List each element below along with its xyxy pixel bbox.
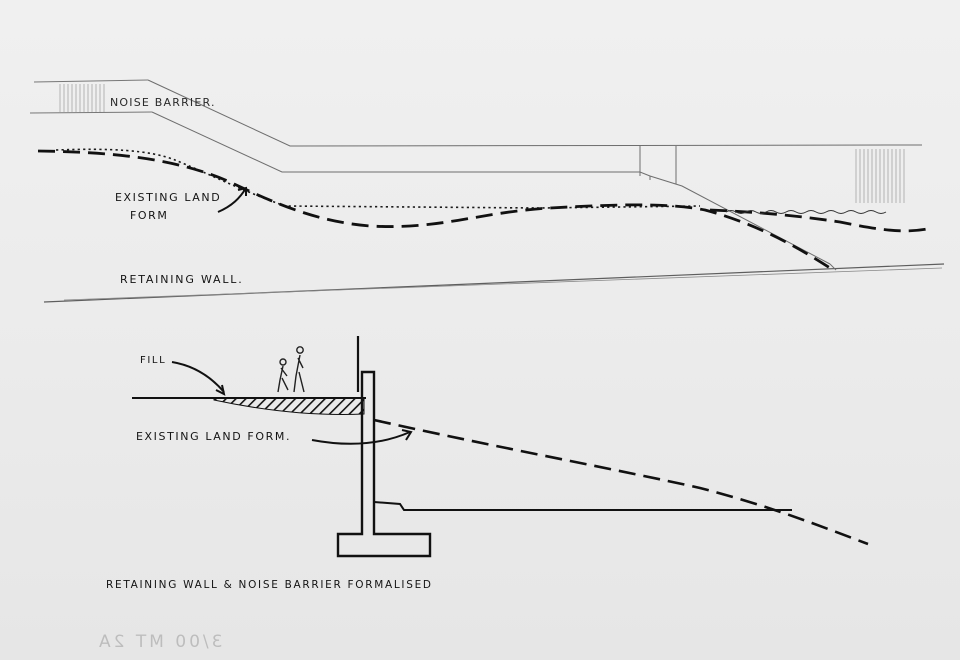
noise-barrier-left bbox=[29, 79, 153, 114]
noise-barrier-right bbox=[855, 149, 905, 203]
upper-section bbox=[29, 79, 945, 303]
noise-barrier-label: NOISE BARRIER. bbox=[110, 96, 216, 109]
existing-land-form-dashed bbox=[37, 149, 831, 270]
fill-arrow bbox=[171, 361, 225, 393]
fill-hatch bbox=[213, 397, 365, 415]
retaining-wall bbox=[336, 336, 432, 558]
existing-land-form-right bbox=[709, 208, 933, 233]
lower-section bbox=[132, 336, 869, 558]
ground-datum-line bbox=[373, 501, 792, 511]
embankment-pencil-lines bbox=[43, 79, 945, 303]
existing-land-form-label-line2: FORM bbox=[130, 209, 169, 222]
drawing-caption: RETAINING WALL & NOISE BARRIER FORMALISE… bbox=[106, 579, 433, 591]
retaining-wall-label: RETAINING WALL. bbox=[120, 273, 244, 286]
water-edge-squiggle bbox=[725, 210, 887, 214]
existing-land-form-lower-label: EXISTING LAND FORM. bbox=[136, 430, 292, 443]
reference-mark: 3/00 MT 2A bbox=[96, 632, 223, 652]
people-figures bbox=[277, 346, 305, 393]
fill-label: FILL bbox=[140, 355, 167, 366]
existing-land-form-arrow bbox=[217, 187, 247, 213]
existing-land-form-lower-arrow bbox=[311, 431, 411, 445]
existing-land-form-lower bbox=[373, 418, 869, 546]
existing-land-form-label-line1: EXISTING LAND bbox=[115, 191, 222, 204]
